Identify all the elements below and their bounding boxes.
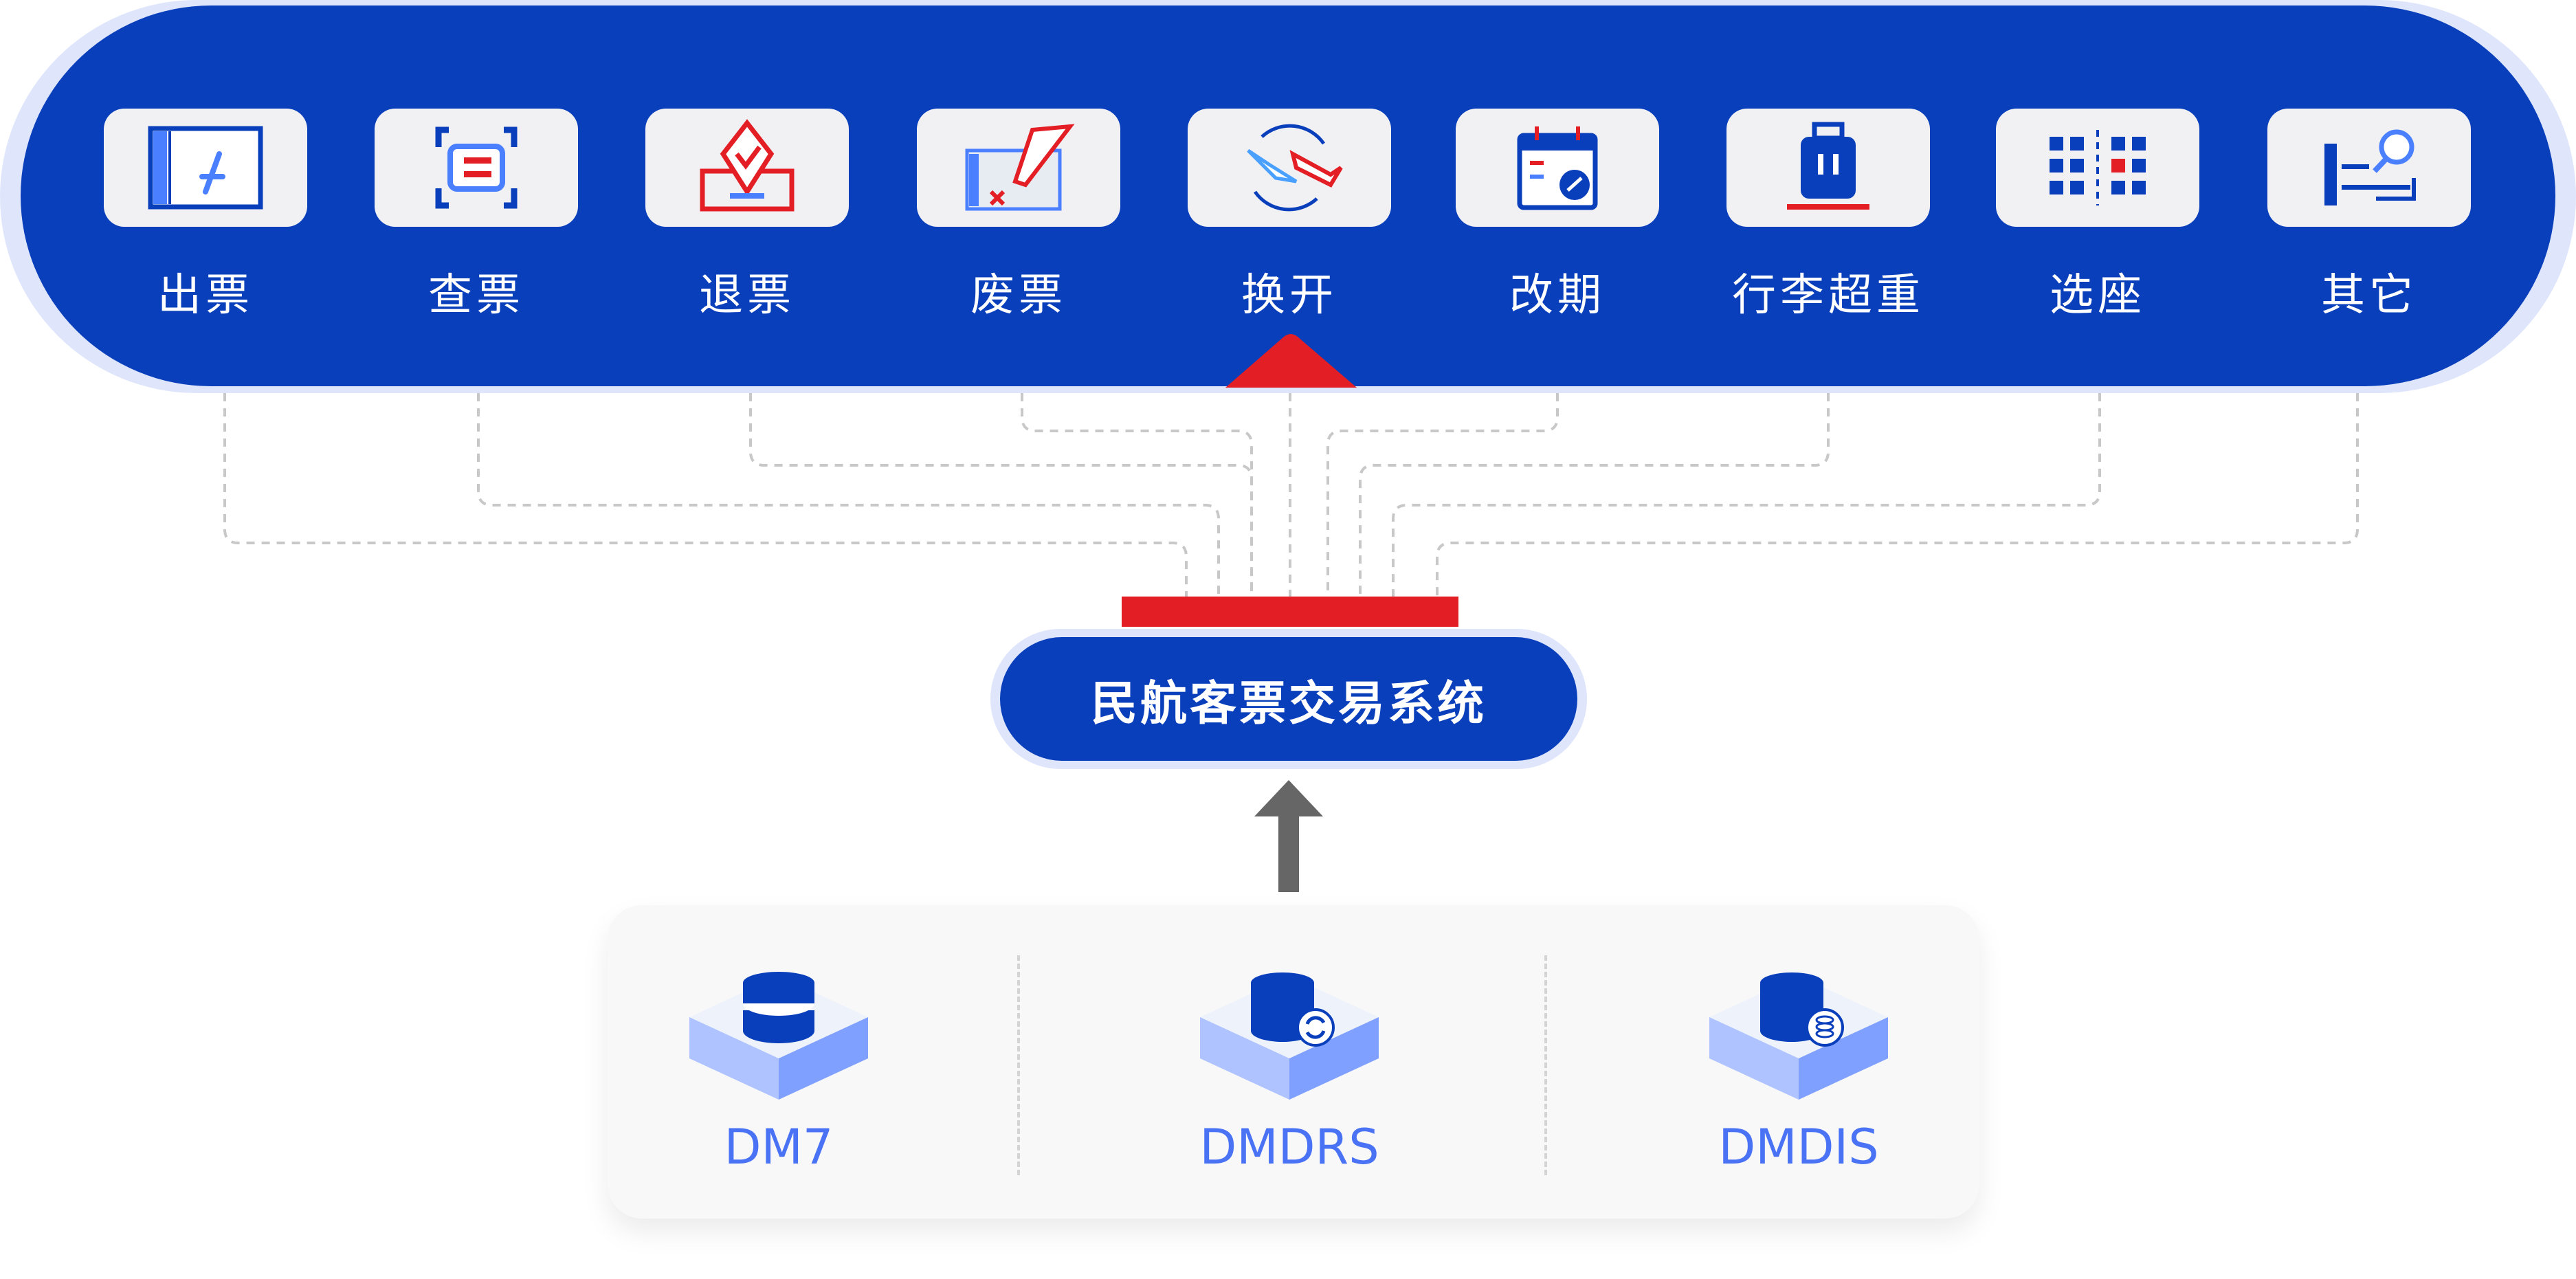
up-arrow-icon <box>1254 780 1323 892</box>
service-label: 查票 <box>428 270 524 321</box>
tile-other[interactable] <box>2267 109 2471 227</box>
database-label: DMDIS <box>1718 1119 1879 1175</box>
ticket-exchange-icon <box>1247 124 1343 212</box>
system-top-bar <box>1122 597 1458 627</box>
database-distribution-icon <box>1709 972 1888 1100</box>
pointer-triangle <box>1225 334 1357 388</box>
system-pill: 民航客票交易系统 <box>1000 637 1577 761</box>
tile-void[interactable] <box>917 109 1120 227</box>
ticket-refund-icon <box>700 119 795 212</box>
ticket-issue-icon <box>148 126 263 210</box>
other-search-icon <box>2324 129 2416 205</box>
service-label: 换开 <box>1241 270 1337 321</box>
tile-reschedule[interactable] <box>1456 109 1659 227</box>
tile-seat[interactable] <box>1996 109 2199 227</box>
database-icon <box>689 972 868 1100</box>
service-label: 出票 <box>157 270 254 321</box>
database-sync-icon <box>1200 972 1379 1100</box>
ticket-void-icon <box>965 124 1075 211</box>
tile-refund[interactable] <box>645 109 849 227</box>
service-label: 行李超重 <box>1732 270 1924 321</box>
service-label: 选座 <box>2050 270 2146 321</box>
seat-selection-icon <box>2050 130 2146 205</box>
service-label: 其它 <box>2321 270 2417 321</box>
service-label: 改期 <box>1509 270 1606 321</box>
ticket-scan-icon <box>435 126 518 209</box>
divider <box>1017 955 1020 1175</box>
tile-query[interactable] <box>375 109 578 227</box>
database-label: DM7 <box>724 1119 834 1175</box>
system-label: 民航客票交易系统 <box>1090 676 1487 731</box>
tile-issue[interactable] <box>104 109 307 227</box>
service-label: 废票 <box>970 270 1067 321</box>
reschedule-calendar-icon <box>1517 126 1598 210</box>
service-label: 退票 <box>699 270 795 321</box>
luggage-icon <box>1787 122 1869 210</box>
tile-exchange[interactable] <box>1188 109 1391 227</box>
tile-luggage[interactable] <box>1726 109 1930 227</box>
database-label: DMDRS <box>1199 1119 1379 1175</box>
divider <box>1544 955 1547 1175</box>
